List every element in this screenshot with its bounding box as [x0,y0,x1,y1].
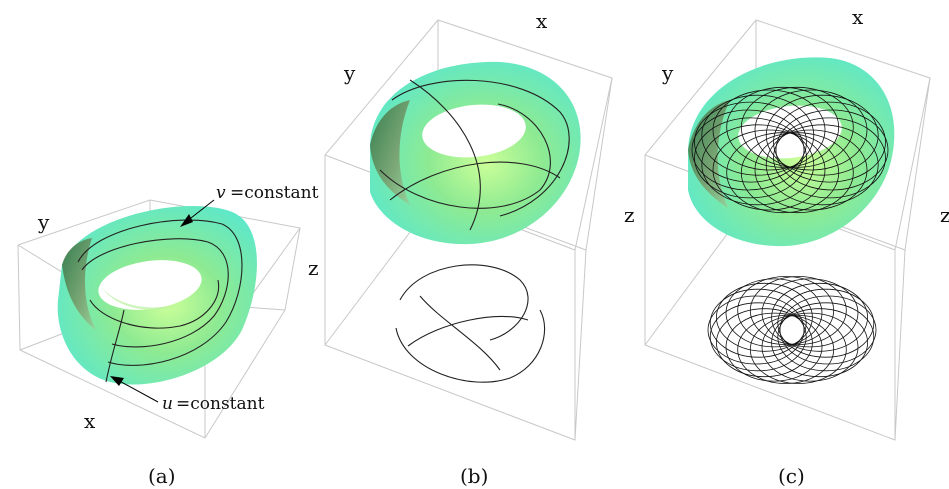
projection-loop [709,288,807,358]
winding-loop [726,132,840,214]
panel-a-x-label: x [84,409,96,433]
winding-loop [775,109,889,191]
winding-loop [773,101,886,183]
projection-loop [725,278,823,348]
u-equals-constant: =constant [176,394,265,414]
winding-loop [754,89,868,171]
winding-loop [712,89,826,171]
panel-c-z-cut-label: z [940,203,949,227]
panel-a-caption: (a) [148,464,176,488]
panel-a-arrows [110,199,215,403]
winding-loop [694,101,807,183]
panel-b-surface-curve [379,79,570,231]
winding-loop [701,94,815,176]
surface-inner-wall [62,238,96,330]
winding-loop [740,86,854,168]
panel-b-caption: (b) [460,464,488,488]
projection-loop [709,302,807,372]
surface-hole [98,260,202,310]
panel-b-surface [370,61,581,245]
projection-loop [771,282,868,352]
panel-b: y x z (b) [308,9,613,488]
panel-c-z-label: z [624,203,635,227]
projection-loop [749,276,847,345]
panel-c-dense-projection-curves [707,276,877,384]
panel-b-z-label: z [308,256,319,280]
red-curves [77,219,243,366]
panel-a-surface [57,206,257,385]
projection-loop [779,295,877,365]
panel-a-y-label: y [37,210,50,234]
winding-loop [765,94,879,176]
u-constant-annotation: u =constant [162,394,265,414]
projection-loop [777,288,875,358]
winding-loop [701,124,815,206]
panel-b-projection-curve [395,264,546,383]
winding-loop [691,109,805,191]
panel-c-caption: (c) [778,464,805,488]
winding-loop [773,117,886,199]
panel-c-y-label: y [661,61,674,85]
winding-loop [740,132,854,214]
projection-loop [707,295,805,365]
winding-loop [694,117,807,199]
panel-c-x-label: x [852,5,864,29]
v-constant-annotation: v =constant [216,183,319,203]
panel-c-dense-surface-curves [691,86,889,214]
surface-hole [422,104,526,158]
winding-loop [712,129,826,211]
v-variable: v [216,183,226,203]
winding-loop [765,124,879,206]
blue-curve [105,309,125,383]
panel-b-y-label: y [343,61,356,85]
projection-loop [777,302,875,372]
projection-loop [737,276,835,345]
projection-loop [725,312,823,382]
winding-loop [754,129,868,211]
surface-inner-wall [370,100,410,205]
v-equals-constant: =constant [230,183,319,203]
panel-b-x-label: x [536,9,548,33]
panel-a: y x v =constant u =constant (a) [17,183,319,488]
projection-loop [716,282,813,352]
u-variable: u [162,394,173,414]
projection-loop [761,312,859,382]
projection-loop [761,278,859,348]
panel-c: y x z z (c) [624,5,949,488]
winding-loop [726,86,840,168]
